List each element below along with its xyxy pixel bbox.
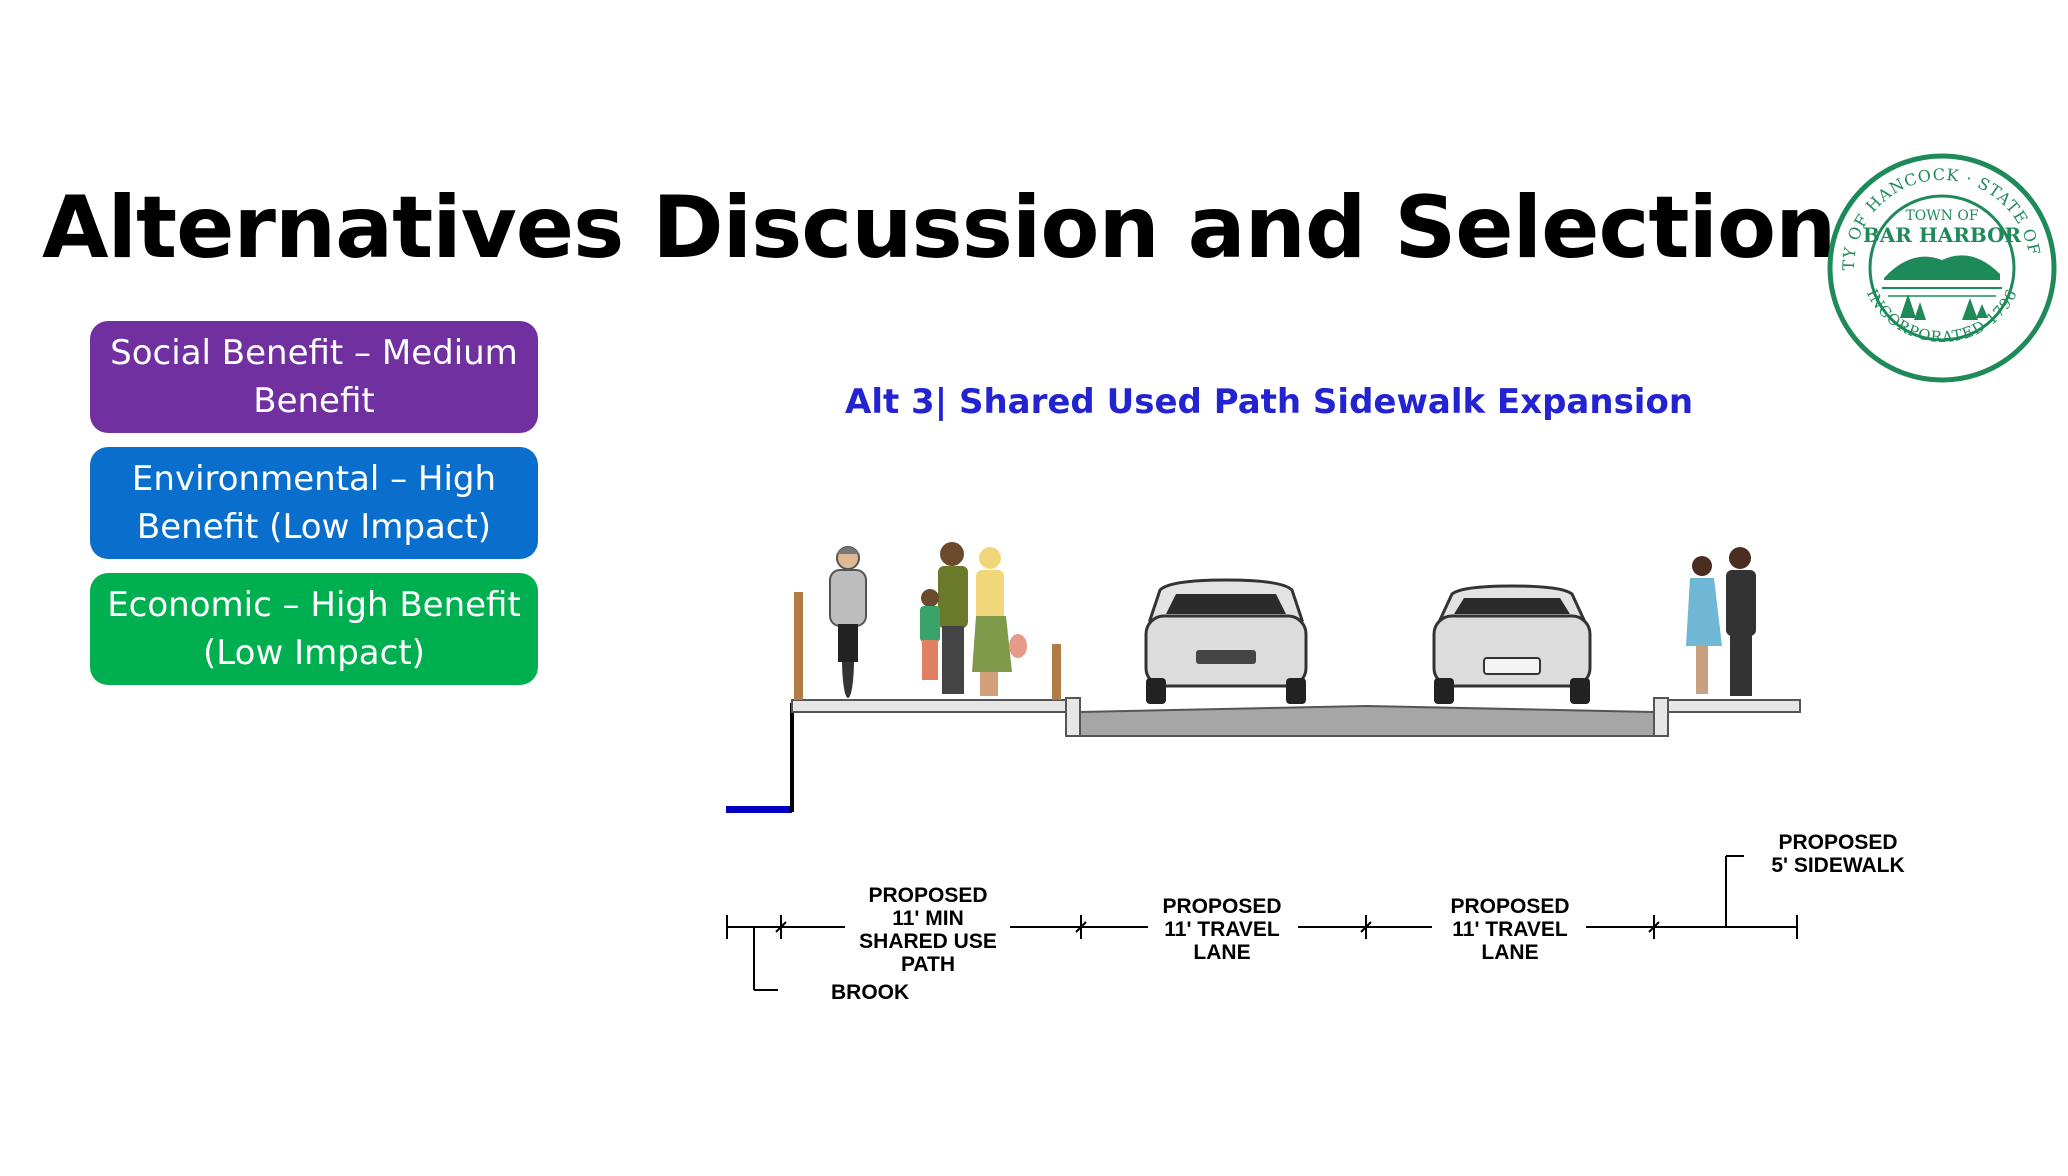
environmental-benefit-badge: Environmental – High Benefit (Low Impact… <box>90 447 538 559</box>
sidewalk-slab <box>1667 699 1801 713</box>
car-rear-view <box>1432 584 1592 704</box>
town-seal-logo: COUNTY OF HANCOCK · STATE OF MAINE INCOR… <box>1822 148 2057 383</box>
shared-path-label-line4: PATH <box>901 953 955 976</box>
alternative-subtitle: Alt 3| Shared Used Path Sidewalk Expansi… <box>845 382 1694 422</box>
travel-lane-2-label-line3: LANE <box>1481 941 1538 964</box>
brook-label: BROOK <box>831 981 909 1004</box>
shared-path-label-line2: 11' MIN <box>892 907 964 930</box>
shared-use-path-slab <box>791 699 1069 713</box>
wood-post-right <box>1052 644 1061 700</box>
road-surface <box>1079 704 1655 737</box>
seal-town-line1: TOWN OF <box>1905 208 1978 224</box>
car-front-view <box>1144 578 1308 704</box>
dimension-line <box>726 855 1798 991</box>
cyclist-figure <box>829 546 867 698</box>
walking-couple-figure <box>1686 547 1756 696</box>
social-benefit-badge: Social Benefit – Medium Benefit <box>90 321 538 433</box>
travel-lane-1-label-line3: LANE <box>1193 941 1250 964</box>
pedestrian-family-figure <box>920 542 1027 696</box>
brook-water <box>726 806 792 813</box>
sidewalk-label-line2: 5' SIDEWALK <box>1771 854 1904 877</box>
wood-post-left <box>794 592 803 700</box>
shared-path-label-line1: PROPOSED <box>868 884 987 907</box>
embankment-wall <box>790 703 794 812</box>
shared-path-label-line3: SHARED USE <box>859 930 997 953</box>
travel-lane-2-label-line2: 11' TRAVEL <box>1452 918 1568 941</box>
seal-landscape-icon <box>1882 255 2002 320</box>
travel-lane-2-label-line1: PROPOSED <box>1450 895 1569 918</box>
left-curb <box>1065 697 1081 737</box>
slide-title: Alternatives Discussion and Selection <box>42 178 1836 278</box>
travel-lane-1-label-line1: PROPOSED <box>1162 895 1281 918</box>
right-curb <box>1653 697 1669 737</box>
sidewalk-label-line1: PROPOSED <box>1778 831 1897 854</box>
seal-town-line2: BAR HARBOR <box>1863 223 2022 247</box>
travel-lane-1-label-line2: 11' TRAVEL <box>1164 918 1280 941</box>
economic-benefit-badge: Economic – High Benefit (Low Impact) <box>90 573 538 685</box>
